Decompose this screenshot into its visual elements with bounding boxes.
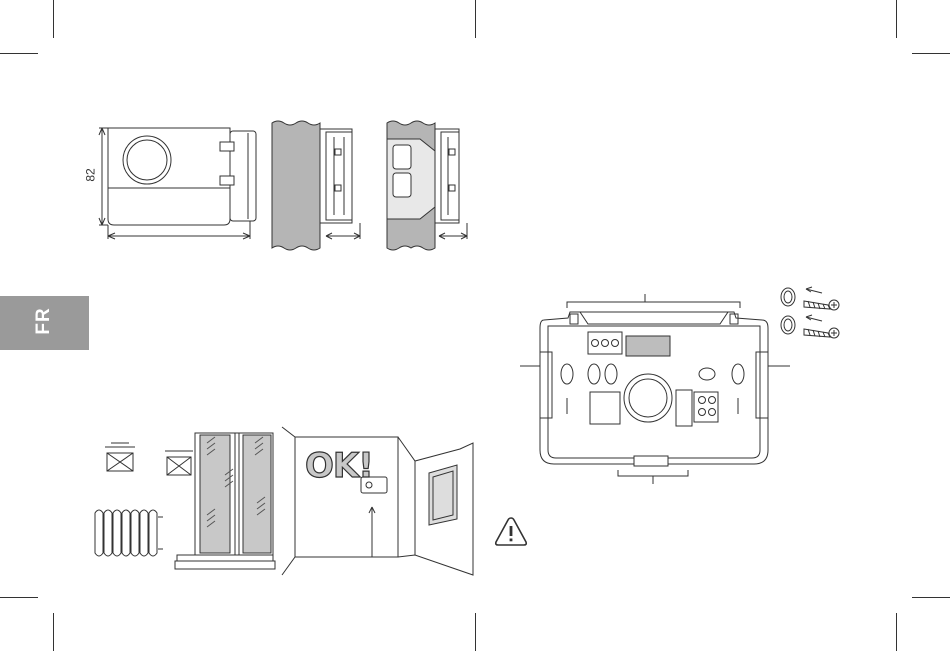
window-icon bbox=[175, 433, 275, 569]
crop-mark bbox=[912, 597, 950, 598]
warning-triangle-icon bbox=[494, 516, 528, 548]
page-center-mark bbox=[475, 0, 476, 38]
ok-label: OK! bbox=[305, 446, 373, 486]
placement-figure bbox=[85, 425, 480, 585]
crop-mark bbox=[912, 53, 950, 54]
radiator-icon bbox=[95, 510, 163, 556]
wall-plug-screw-icon bbox=[778, 283, 844, 345]
crop-mark bbox=[0, 53, 38, 54]
crop-mark bbox=[53, 0, 54, 38]
crossed-box-icon bbox=[165, 451, 193, 475]
crossed-box-icon bbox=[105, 443, 135, 471]
language-tab-label: FR bbox=[33, 307, 55, 334]
height-dimension-label: 82 bbox=[84, 168, 98, 181]
page-center-mark bbox=[475, 613, 476, 651]
crop-mark bbox=[896, 613, 897, 651]
crop-mark bbox=[896, 0, 897, 38]
crop-mark bbox=[53, 613, 54, 651]
crop-mark bbox=[0, 597, 38, 598]
language-tab: FR bbox=[0, 296, 89, 350]
thermostat-dimension-figure bbox=[80, 115, 500, 265]
